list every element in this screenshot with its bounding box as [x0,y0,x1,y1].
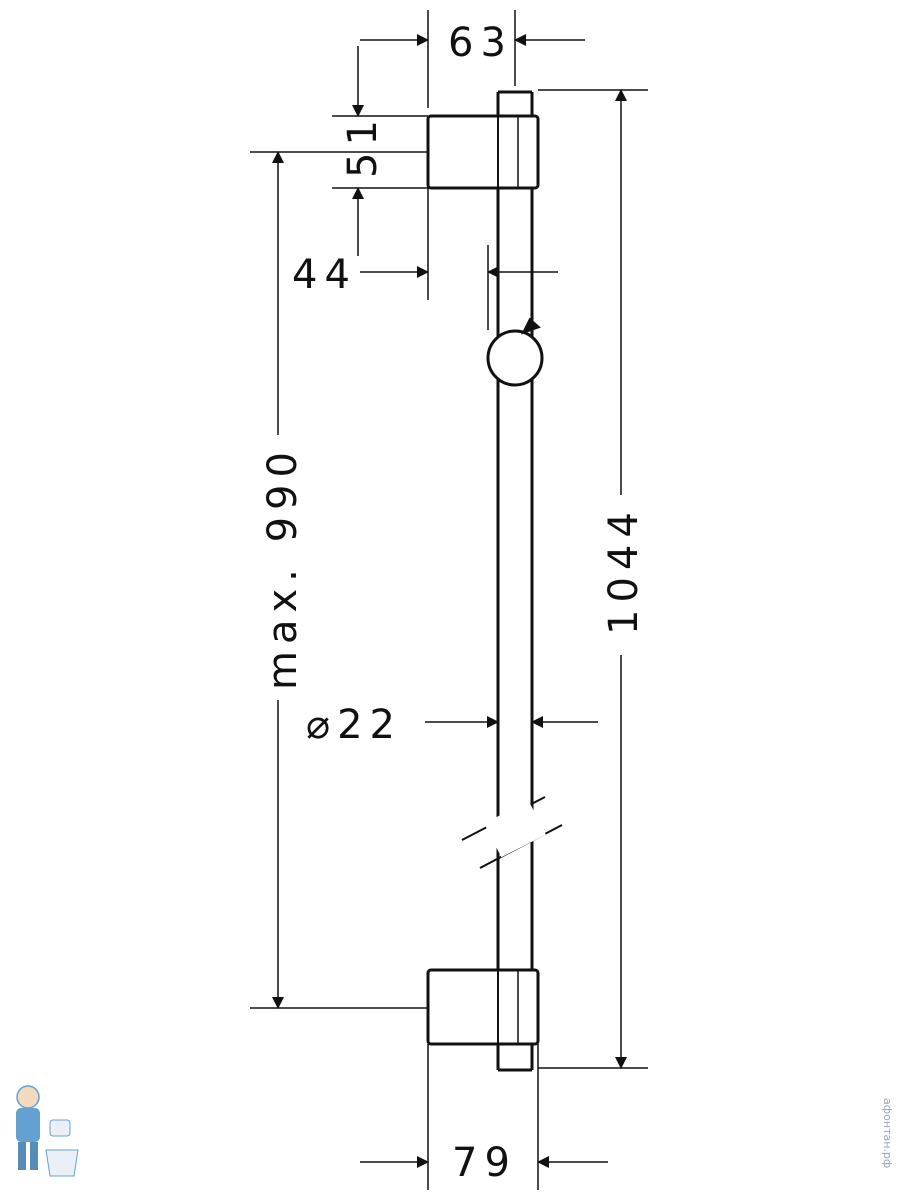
watermark-text: афонтан.рф [881,1098,894,1168]
slider-knob [486,317,544,387]
dim-bracket-depth-bottom: 79 [452,1140,517,1186]
top-wall-bracket [426,114,540,190]
dim-rail-diameter: ⌀22 [306,702,402,748]
dim-max-length: max. 990 [260,445,306,690]
dim-overall-length: 1044 [601,505,647,635]
shower-rail [461,90,563,1072]
dim-bracket-depth-top: 63 [448,20,513,66]
dim-bracket-height: 51 [340,113,386,178]
plumber-mascot-icon [16,1085,79,1177]
dim-bracket-offset: 44 [292,252,357,298]
bottom-wall-bracket [426,968,540,1046]
